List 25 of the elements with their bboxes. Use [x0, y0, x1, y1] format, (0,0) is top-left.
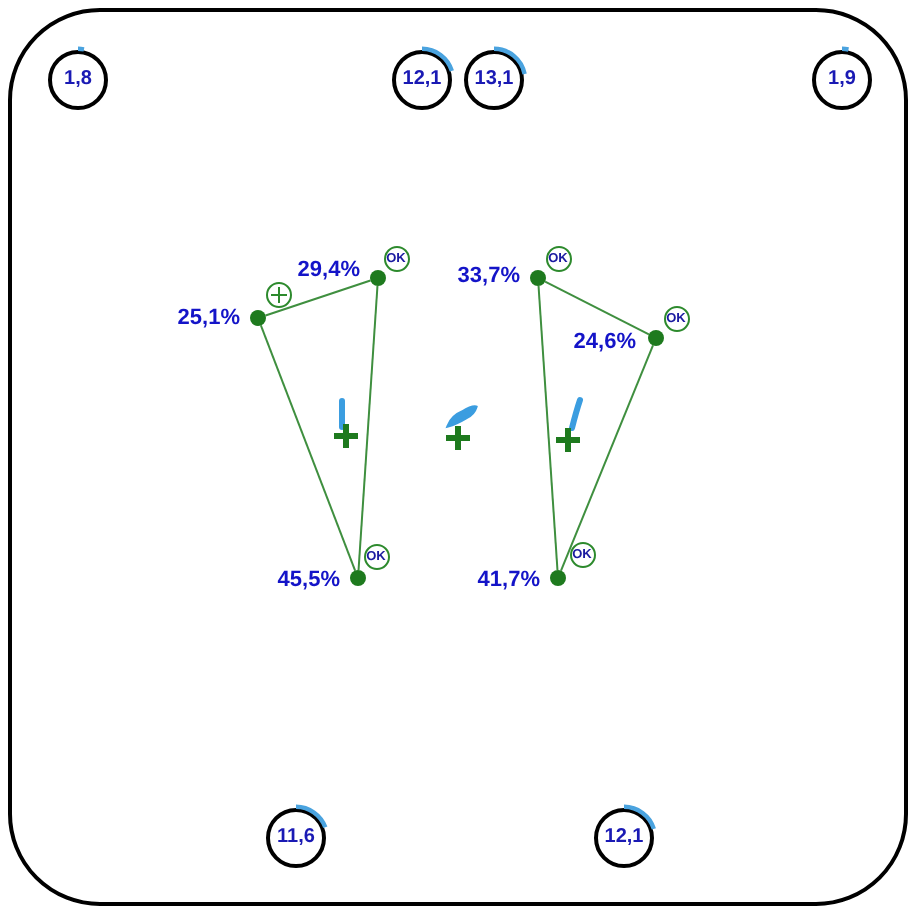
connector-line: [259, 324, 357, 572]
connector-line: [357, 285, 379, 571]
value-label: 13,1: [474, 70, 514, 90]
connector-line: [264, 279, 372, 317]
gauge-ring: [808, 46, 876, 114]
percentage-label: 29,4%: [297, 259, 360, 281]
value-label: 1,9: [828, 70, 856, 90]
value-label: 1,8: [64, 70, 92, 90]
value-label: 12,1: [402, 70, 442, 90]
value-label: 12,1: [604, 828, 644, 848]
percentage-label: 45,5%: [277, 569, 340, 591]
gauge-ring: [590, 804, 658, 872]
gauge-ring: [262, 804, 330, 872]
percentage-label: 25,1%: [177, 307, 240, 329]
gauge-ring: [460, 46, 528, 114]
connector-line: [537, 285, 559, 571]
value-label: 11,6: [277, 828, 315, 848]
percentage-label: 33,7%: [457, 265, 520, 287]
connector-line: [560, 344, 654, 572]
connector-line: [544, 280, 650, 336]
gauge-ring: [388, 46, 456, 114]
percentage-label: 41,7%: [477, 569, 540, 591]
percentage-label: 24,6%: [573, 331, 636, 353]
gauge-ring: [44, 46, 112, 114]
plus-circle-icon: [265, 281, 291, 307]
